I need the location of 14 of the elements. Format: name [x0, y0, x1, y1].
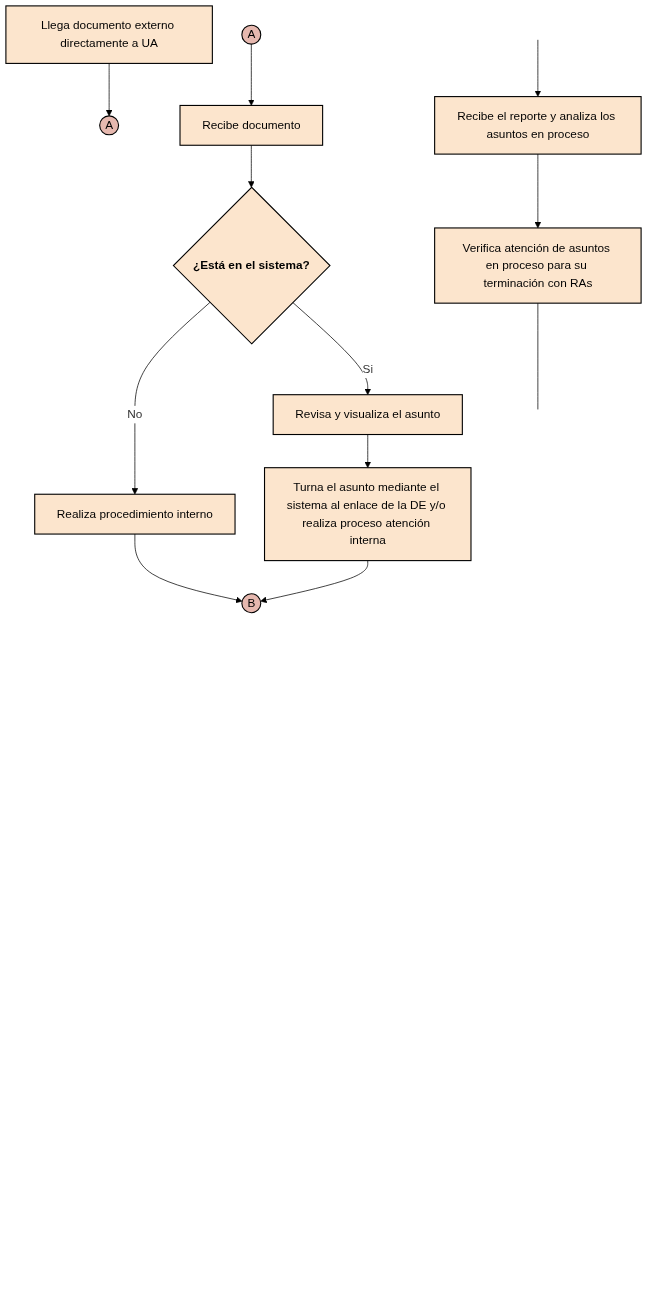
node-box: Recibe el reporte y analiza los asuntos en proceso: [434, 96, 642, 155]
node-box: Turna el asunto mediante el sistema al enlace de la DE y/o realiza proceso atención interna: [263, 467, 472, 562]
edge-label: Si: [362, 362, 373, 376]
node-box: Realiza procedimiento interno: [34, 493, 236, 535]
node-box: Revisa y visualiza el asunto: [272, 394, 463, 436]
node-circle: B: [241, 593, 262, 614]
node-box: Verifica atención de asuntos en proceso para su terminación con RAs: [434, 227, 642, 304]
node-circle: A: [99, 115, 120, 136]
node-box: Llega documento externo directamente a UA: [5, 5, 213, 64]
node-circle: A: [241, 24, 262, 45]
node-box: Recibe documento: [179, 104, 324, 146]
connector: [537, 302, 539, 410]
node-diamond: ¿Está en el sistema?: [172, 186, 331, 345]
edge-label: No: [127, 407, 143, 421]
